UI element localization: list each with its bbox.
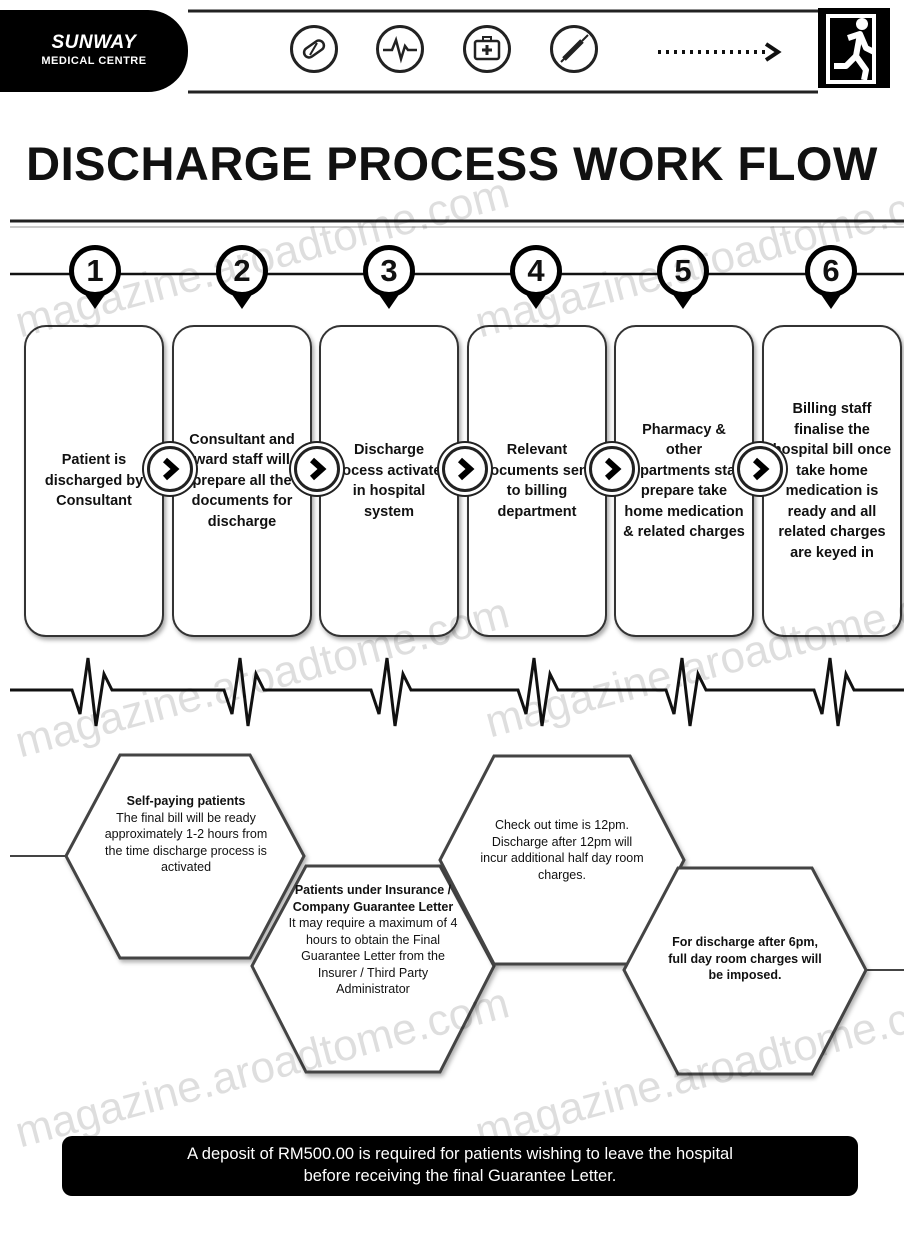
chevron-right-icon bbox=[294, 446, 340, 492]
step-text: Consultant and ward staff will prepare a… bbox=[189, 431, 295, 530]
step-text: Pharmacy & other departments staff prepa… bbox=[623, 421, 745, 541]
step-pin-5: 5 bbox=[657, 245, 709, 309]
step-box-2: Consultant and ward staff will prepare a… bbox=[172, 325, 312, 637]
insurance-title: Patients under Insurance / Company Guara… bbox=[292, 883, 454, 914]
deposit-notice: A deposit of RM500.00 is required for pa… bbox=[62, 1136, 858, 1196]
step-box-3: Discharge process activated in hospital … bbox=[319, 325, 459, 637]
insurance-info: Patients under Insurance / Company Guara… bbox=[288, 882, 458, 998]
hexagon-insurance bbox=[250, 864, 496, 1074]
self-paying-info: Self-paying patients The final bill will… bbox=[104, 793, 268, 876]
logo-line2: MEDICAL CENTRE bbox=[41, 55, 147, 67]
heartbeat-icon bbox=[376, 25, 424, 73]
page-title: DISCHARGE PROCESS WORK FLOW bbox=[26, 137, 878, 190]
step-number: 3 bbox=[363, 245, 415, 297]
step-text: Discharge process activated in hospital … bbox=[327, 442, 451, 520]
self-paying-body: The final bill will be ready approximate… bbox=[104, 810, 268, 875]
logo-line1: SUNWAY bbox=[51, 32, 137, 53]
deposit-notice-line2: before receiving the final Guarantee Let… bbox=[303, 1167, 617, 1185]
step-text: Patient is discharged by Consultant bbox=[44, 452, 144, 510]
checkout-info: Check out time is 12pm. Discharge after … bbox=[480, 817, 644, 883]
step-pin-1: 1 bbox=[69, 245, 121, 309]
chevron-right-icon bbox=[737, 446, 783, 492]
step-pin-3: 3 bbox=[363, 245, 415, 309]
after-6pm-text: For discharge after 6pm, full day room c… bbox=[668, 935, 822, 982]
self-paying-title: Self-paying patients bbox=[126, 794, 246, 808]
step-text: Relevant documents sent to billing depar… bbox=[481, 442, 593, 520]
header-rule bbox=[188, 9, 818, 94]
step-box-1: Patient is discharged by Consultant bbox=[24, 325, 164, 637]
step-box-4: Relevant documents sent to billing depar… bbox=[467, 325, 607, 637]
pin-tip bbox=[231, 293, 253, 309]
chevron-right-icon bbox=[147, 446, 193, 492]
step-box-6: Billing staff finalise the hospital bill… bbox=[762, 325, 902, 637]
title-divider bbox=[10, 219, 904, 228]
timeline-line bbox=[10, 272, 904, 276]
step-pin-6: 6 bbox=[805, 245, 857, 309]
hexagon-after-6pm bbox=[622, 866, 868, 1076]
hexagon-checkout bbox=[438, 754, 686, 966]
checkout-text: Check out time is 12pm. Discharge after … bbox=[480, 818, 644, 882]
step-text: Billing staff finalise the hospital bill… bbox=[772, 401, 892, 561]
hexagon-self-paying bbox=[64, 753, 306, 960]
pin-tip bbox=[672, 293, 694, 309]
chevron-right-icon bbox=[589, 446, 635, 492]
hospital-logo: SUNWAY MEDICAL CENTRE bbox=[0, 10, 188, 92]
step-pin-2: 2 bbox=[216, 245, 268, 309]
exit-running-man-icon bbox=[818, 8, 890, 88]
after-6pm-info: For discharge after 6pm, full day room c… bbox=[668, 934, 822, 984]
heartbeat-line bbox=[10, 657, 904, 727]
deposit-notice-line1: A deposit of RM500.00 is required for pa… bbox=[187, 1145, 733, 1163]
pin-tip bbox=[84, 293, 106, 309]
pin-tip bbox=[820, 293, 842, 309]
pin-tip bbox=[378, 293, 400, 309]
step-pin-4: 4 bbox=[510, 245, 562, 309]
step-box-5: Pharmacy & other departments staff prepa… bbox=[614, 325, 754, 637]
pin-tip bbox=[525, 293, 547, 309]
first-aid-kit-icon bbox=[463, 25, 511, 73]
syringe-icon bbox=[550, 25, 598, 73]
insurance-body: It may require a maximum of 4 hours to o… bbox=[288, 916, 458, 996]
hexagon-shapes bbox=[10, 753, 904, 1076]
pills-icon bbox=[290, 25, 338, 73]
chevron-right-icon bbox=[442, 446, 488, 492]
